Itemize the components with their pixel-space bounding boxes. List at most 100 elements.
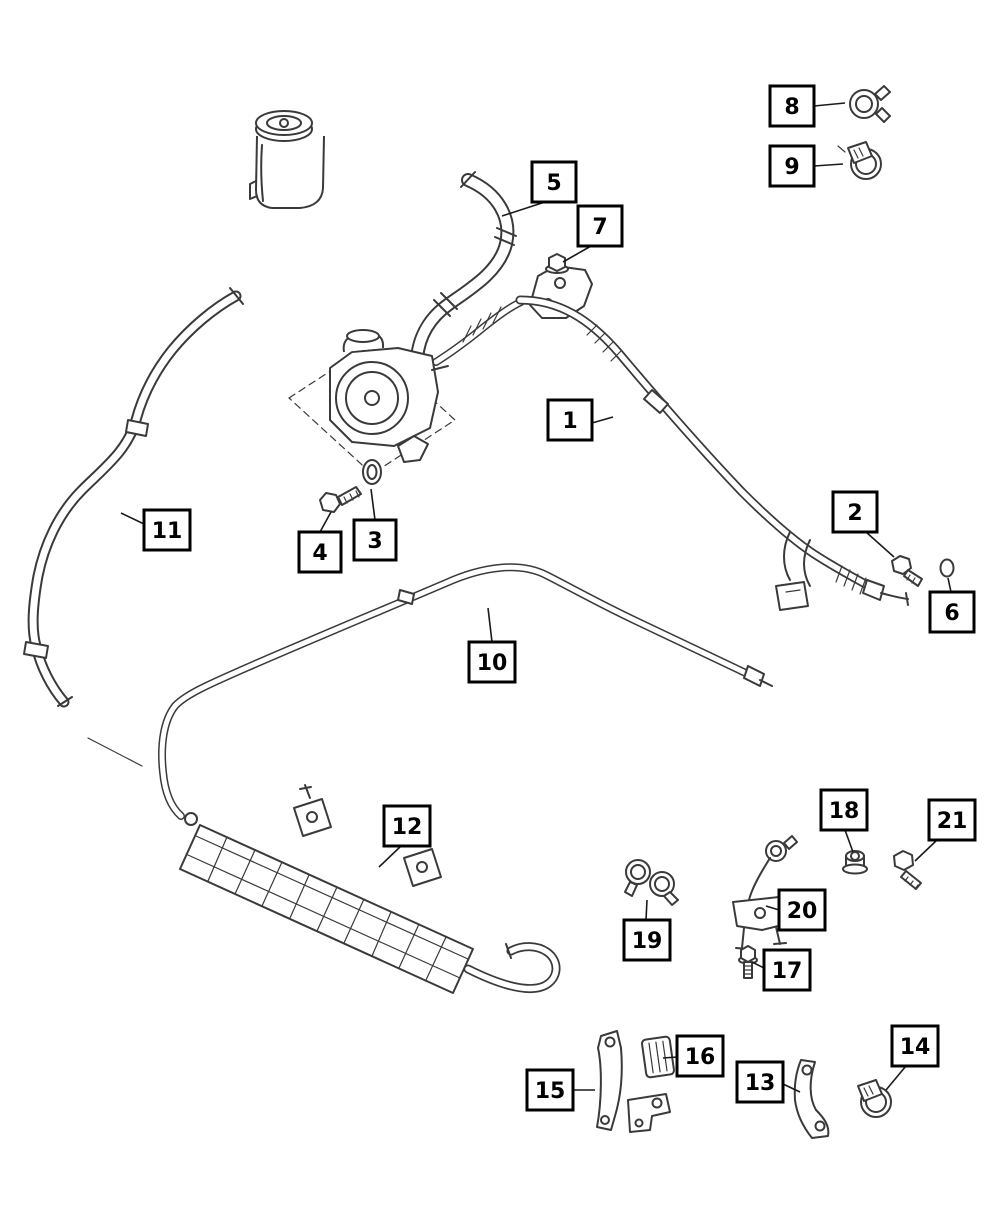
leader-line-18 [844, 829, 854, 853]
retainer-clip-16 [641, 1035, 675, 1079]
callout-11-label: 11 [152, 519, 183, 544]
callout-8-box[interactable] [768, 84, 816, 128]
bracket-15-strap [596, 1030, 623, 1131]
oil-cooler-12 [179, 784, 561, 994]
callout-12-box[interactable] [382, 804, 432, 848]
callout-3-box[interactable] [352, 518, 398, 562]
callout-6-box[interactable] [928, 590, 976, 634]
hose-1-end-cap [905, 592, 909, 606]
leader-line-3 [370, 488, 376, 521]
bracket-15-angle-piece [627, 1093, 671, 1133]
cooler-inlet-fitting [184, 812, 198, 826]
leader-line-9 [813, 163, 844, 167]
callout-6[interactable]: 6 [928, 590, 976, 634]
callout-1-box[interactable] [546, 398, 594, 442]
callout-19-label: 19 [632, 929, 663, 954]
callout-19-box[interactable] [622, 918, 672, 962]
callout-9-box[interactable] [768, 144, 816, 188]
hose-5-clamp-marks [433, 171, 517, 317]
clamp-19a-ring [625, 859, 651, 885]
bolt-17 [738, 945, 758, 979]
hose-clamps-19 [624, 859, 679, 906]
callout-14-box[interactable] [890, 1024, 940, 1068]
callout-13[interactable]: 13 [735, 1060, 785, 1104]
bracket-13-hole-top [801, 1064, 813, 1076]
return-hose-11 [23, 287, 244, 767]
callout-6-label: 6 [944, 601, 959, 626]
clamp-8-ring [849, 89, 879, 119]
callout-14[interactable]: 14 [890, 1024, 940, 1068]
callout-17[interactable]: 17 [762, 948, 812, 992]
leader-line-7 [562, 245, 592, 263]
callout-15[interactable]: 15 [525, 1068, 575, 1112]
hose-1-clamp-strap [783, 531, 811, 587]
leader-line-2 [865, 531, 895, 558]
callout-7[interactable]: 7 [576, 204, 624, 248]
leader-line-12 [378, 845, 402, 868]
callout-2-label: 2 [847, 501, 862, 526]
callout-5[interactable]: 5 [530, 160, 578, 204]
callout-21-box[interactable] [927, 798, 977, 842]
bolt-21-threads [904, 876, 919, 890]
callout-2-box[interactable] [831, 490, 879, 534]
bolt-21-shaft [900, 870, 922, 890]
hose-11-connector-band [125, 419, 149, 437]
callout-3[interactable]: 3 [352, 518, 398, 562]
callout-20[interactable]: 20 [777, 888, 827, 932]
pump-fitting-cap [346, 329, 380, 343]
callout-16-box[interactable] [675, 1034, 725, 1078]
supply-hose-5 [410, 171, 517, 365]
callout-4-box[interactable] [297, 530, 343, 574]
callout-8[interactable]: 8 [768, 84, 816, 128]
callout-15-box[interactable] [525, 1068, 575, 1112]
hose-clamp-8 [849, 85, 891, 123]
hose-1-corrugation-b [835, 565, 867, 595]
callout-18-box[interactable] [819, 788, 869, 832]
pump-outlet-stub [431, 365, 449, 371]
reservoir-cap-center [279, 118, 289, 128]
callout-10-label: 10 [477, 651, 508, 676]
callout-7-box[interactable] [576, 204, 624, 248]
callout-4[interactable]: 4 [297, 530, 343, 574]
bracket-20-arm [748, 857, 771, 901]
bracket-15 [596, 1030, 671, 1133]
bolt-2-head [891, 555, 912, 575]
cooler-tab-1 [293, 798, 332, 837]
callout-13-box[interactable] [735, 1060, 785, 1104]
callout-11-box[interactable] [142, 508, 192, 552]
callout-11[interactable]: 11 [142, 508, 192, 552]
callout-20-box[interactable] [777, 888, 827, 932]
leader-line-6 [947, 577, 952, 593]
pressure-line-pump-segment [432, 298, 525, 366]
nut-7 [548, 253, 566, 272]
bolt-4-head [319, 492, 341, 513]
bracket-15-angle-hole-2 [634, 1118, 644, 1128]
cooler-hose-10 [158, 563, 773, 820]
callout-10-box[interactable] [467, 640, 517, 684]
callout-12[interactable]: 12 [382, 804, 432, 848]
bracket-20-clamp-ring [765, 840, 787, 862]
callout-18[interactable]: 18 [819, 788, 869, 832]
clamp-19a-inner [630, 864, 646, 880]
callout-9[interactable]: 9 [768, 144, 816, 188]
callout-2[interactable]: 2 [831, 490, 879, 534]
clamp-14-housing [857, 1079, 883, 1102]
callout-16[interactable]: 16 [675, 1034, 725, 1078]
callout-10[interactable]: 10 [467, 640, 517, 684]
callout-21[interactable]: 21 [927, 798, 977, 842]
bolt-2-shaft [903, 569, 923, 587]
callout-5-label: 5 [546, 171, 561, 196]
hose-1-end-fitting [862, 579, 885, 601]
callout-19[interactable]: 19 [622, 918, 672, 962]
hose-11-end-caps [57, 287, 244, 707]
callout-5-box[interactable] [530, 160, 578, 204]
o-ring-outer [362, 459, 382, 485]
callout-1[interactable]: 1 [546, 398, 594, 442]
leader-line-21 [914, 839, 938, 862]
bracket-15-angle-hole-1 [651, 1097, 663, 1109]
cooler-fins [207, 836, 447, 981]
callout-17-box[interactable] [762, 948, 812, 992]
bolt-2 [891, 555, 923, 587]
bolt-4-shaft [337, 486, 362, 506]
clamp-9-housing [847, 141, 873, 164]
